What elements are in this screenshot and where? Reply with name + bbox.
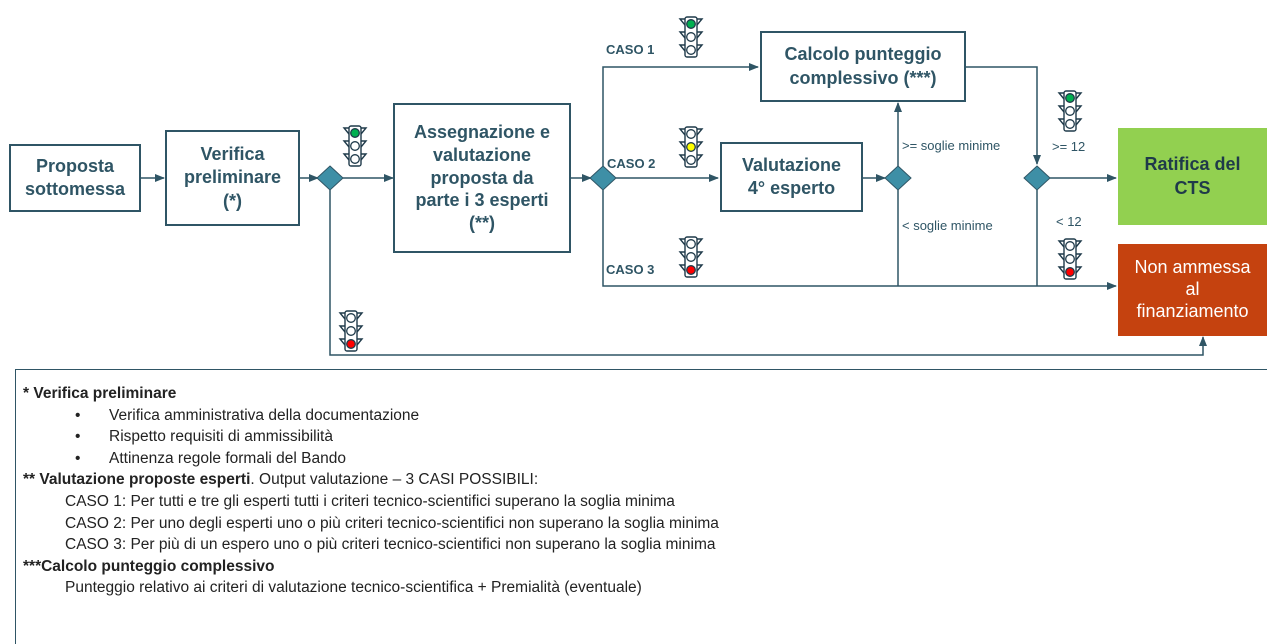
score-lt-12-label: < 12 <box>1056 214 1082 229</box>
traffic-light-red-icon <box>1057 238 1083 280</box>
caso3-label: CASO 3 <box>606 262 655 277</box>
calcolo-note-text: Punteggio relativo ai criteri di valutaz… <box>65 579 642 597</box>
valutazione-4-esperto-box: Valutazione 4° esperto <box>720 142 863 212</box>
arrow-caso1 <box>602 63 759 166</box>
decision-diamond-2 <box>589 165 617 191</box>
decision-diamond-4 <box>1023 165 1051 191</box>
verifica-note-item-text: Attinenza regole formali del Bando <box>109 449 346 467</box>
soglie-minime-fail-label: < soglie minime <box>902 218 993 233</box>
traffic-light-green-icon <box>342 125 368 167</box>
caso-note: CASO 1: Per tutti e tre gli esperti tutt… <box>65 492 675 510</box>
calcolo-punteggio-box: Calcolo punteggio complessivo (***) <box>760 31 966 102</box>
valutazione-note-prefix: ** <box>23 471 40 489</box>
valutazione-note-title: Valutazione proposte esperti <box>39 471 251 489</box>
decision-diamond-3 <box>884 165 912 191</box>
calcolo-note-title: ***Calcolo punteggio complessivo <box>23 557 275 575</box>
verifica-note-item-text: Rispetto requisiti di ammissibilità <box>109 428 333 446</box>
ratifica-cts-box: Ratifica del CTS <box>1118 128 1267 225</box>
verifica-note-item: •Verifica amministrativa della documenta… <box>75 406 420 424</box>
score-ge-12-label: >= 12 <box>1052 139 1086 154</box>
verifica-note-title: * Verifica preliminare <box>23 385 177 402</box>
arrow-diamond1-non-ammessa <box>329 190 1207 356</box>
verifica-note-item: •Attinenza regole formali del Bando <box>75 449 346 467</box>
caso1-label: CASO 1 <box>606 42 655 57</box>
traffic-light-yellow-icon <box>678 126 704 168</box>
valutazione-note-suffix: . Output valutazione – 3 CASI POSSIBILI: <box>250 471 539 489</box>
soglie-minime-pass-label: >= soglie minime <box>902 138 1001 153</box>
decision-diamond-1 <box>316 165 344 191</box>
traffic-light-red-icon <box>678 236 704 278</box>
process-flow-diagram: Proposta sottomessa Verifica preliminare… <box>9 16 1267 356</box>
arrow-calcolo-diamond4 <box>966 66 1041 165</box>
non-ammessa-box: Non ammessa al finanziamento <box>1118 244 1267 336</box>
traffic-light-green-icon <box>1057 90 1083 132</box>
caso2-label: CASO 2 <box>607 156 656 171</box>
valutazione-note-line: ** Valutazione proposte esperti. Output … <box>23 469 1267 491</box>
caso-note: CASO 2: Per uno degli esperti uno o più … <box>65 514 719 532</box>
traffic-light-red-icon <box>338 310 364 352</box>
verifica-preliminare-box: Verifica preliminare (*) <box>165 130 300 226</box>
arrow-caso3 <box>602 190 1117 290</box>
caso-note: CASO 3: Per più di un espero uno o più c… <box>65 536 716 554</box>
legend-notes: * Verifica preliminare •Verifica amminis… <box>15 369 1267 644</box>
assegnazione-valutazione-box: Assegnazione e valutazione proposta da p… <box>393 103 571 253</box>
verifica-note-item: •Rispetto requisiti di ammissibilità <box>75 428 333 446</box>
proposta-sottomessa-box: Proposta sottomessa <box>9 144 141 212</box>
verifica-note-item-text: Verifica amministrativa della documentaz… <box>109 406 420 424</box>
flow-connectors <box>141 63 1207 356</box>
traffic-light-green-icon <box>678 16 704 58</box>
